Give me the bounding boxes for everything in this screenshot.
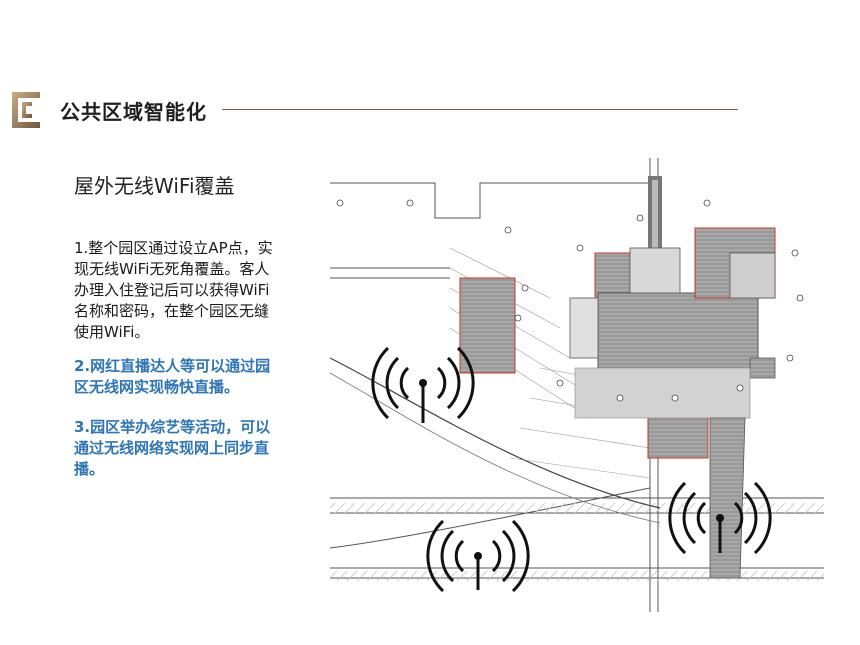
buildings — [459, 227, 776, 459]
wifi-signal-icon — [426, 519, 530, 593]
page-subtitle: 屋外无线WiFi覆盖 — [74, 174, 235, 198]
logo-icon — [12, 92, 40, 128]
paragraph-event-broadcast: 3.园区举办综艺等活动，可以通过无线网络实现网上同步直播。 — [74, 418, 271, 478]
wifi-signal-icon — [668, 481, 772, 555]
paragraph-ap-coverage: 1.整个园区通过设立AP点，实现无线WiFi无死角覆盖。客人办理入住登记后可以获… — [74, 239, 273, 341]
wifi-signal-icon — [371, 346, 475, 423]
ap-markers — [336, 199, 804, 402]
site-plan-image — [330, 158, 824, 612]
section-title: 公共区域智能化 — [60, 100, 207, 124]
curved-road — [330, 357, 661, 509]
paragraph-live-streaming: 2.网红直播达人等可以通过园区无线网实现畅快直播。 — [74, 357, 271, 396]
title-divider — [222, 109, 738, 110]
